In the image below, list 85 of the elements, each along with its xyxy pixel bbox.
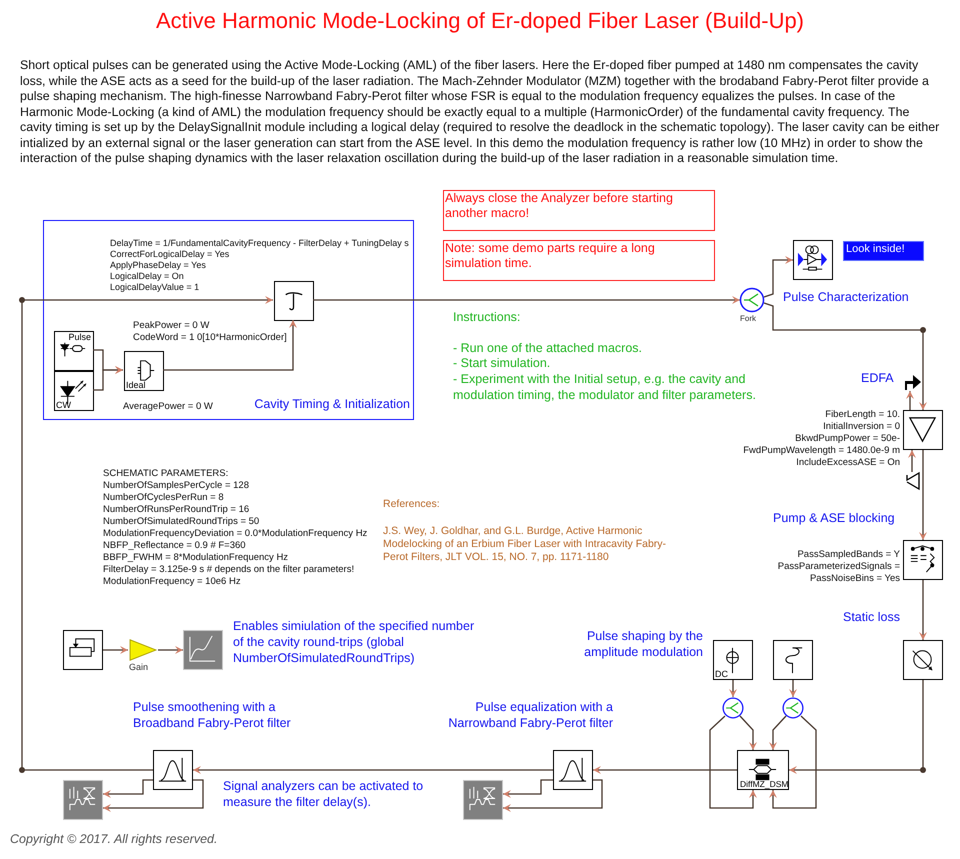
parameter-text: ApplyPhaseDelay = Yes (110, 260, 206, 271)
annotation-text: Pulse Characterization (783, 289, 909, 305)
instruction-text: - Start simulation. (453, 356, 550, 372)
parameter-text: BBFP_FWHM = 8*ModulationFrequency Hz (103, 552, 288, 563)
parameter-text: FwdPumpWavelength = 1480.0e-9 m (743, 445, 900, 457)
annotation-text: Enables simiulation of the specified number of the cavity round-trips (global NumberOfSimulatedRoundTrips) (233, 618, 476, 666)
instruction-text: Instructions: (453, 310, 520, 326)
parameter-text: LogicalDelay = On (110, 271, 184, 282)
annotation-text: Pump & ASE blocking (773, 510, 895, 526)
block-label: CW (56, 400, 71, 410)
parameter-text: FilterDelay = 3.125e-9 s # depends on the filter parameters! (103, 564, 354, 575)
note-box: Always close the Analyzer before starting another macro! (443, 190, 715, 231)
pump-symbol (903, 372, 921, 391)
title: Active Harmonic Mode-Locking of Er-doped Fiber Laser (Build-Up) (154, 8, 806, 34)
connector (769, 716, 817, 809)
connector (193, 766, 553, 774)
connector (503, 779, 603, 812)
parameter-text: ModulationFrequency = 10e6 Hz (103, 576, 241, 587)
parameter-text: FiberLength = 10. (825, 409, 900, 421)
connector (593, 766, 737, 774)
connector (764, 302, 927, 410)
parameter-text: IncludeExcessASE = On (796, 457, 900, 469)
annotation-text: Signal analyzers can be activated to measure the filter delay(s). (223, 778, 424, 810)
connector (158, 646, 183, 654)
annotation-text: Pulse smoothening with a Broadband Fabry-Perot filter (133, 699, 292, 731)
connector (789, 680, 797, 697)
splitter-symbol (781, 696, 805, 720)
connector (919, 450, 927, 540)
connector (103, 779, 204, 812)
connector (103, 779, 153, 798)
connector (21, 296, 273, 771)
parameter-text: InitialInversion = 0 (823, 421, 900, 433)
parameter-text: ModulationFrequencyDeviation = 0.0*ModulationFrequency Hz (103, 528, 368, 539)
parameter-text: NumberOfSimulatedRoundTrips = 50 (103, 516, 260, 527)
annotation-text: Pulse equalization with a Narrowband Fabry-Perot filter (447, 699, 613, 731)
parameter-text: NumberOfCyclesPerRun = 8 (103, 492, 224, 503)
connector (764, 256, 793, 298)
parameter-text: NumberOfSamplesPerCycle = 128 (103, 480, 249, 491)
port-label: Fork (740, 314, 756, 323)
reference-text: References: (383, 498, 440, 510)
block-label: DiffMZ_DSM (740, 779, 788, 789)
connector (729, 680, 737, 697)
splitter-symbol (721, 696, 745, 720)
copyright-text: Copyright © 2017. All rights reserved. (10, 832, 218, 846)
parameter-text: CorrectForLogicalDelay = Yes (110, 249, 230, 260)
connector (163, 320, 297, 371)
subsystem-frame (43, 220, 414, 420)
parameter-text: AveragePower = 0 W (123, 401, 213, 413)
instruction-text: - Experiment with the Initial setup, e.g. the cavity and modulation timing, the modulator and filter parameters. (453, 372, 757, 403)
connector (769, 716, 786, 750)
note-box: Note: some demo parts require a long simulation time. (443, 240, 715, 281)
connector (740, 716, 757, 750)
connector (906, 391, 914, 410)
parameter-text: PeakPower = 0 W (133, 320, 210, 332)
connector (503, 779, 553, 798)
annotation-text: Pulse shaping by the amplitude modulation (583, 628, 703, 660)
description-text: Short optical pulses can be generated using the Active Mode-Locking (AML) of the fiber lasers. Here the Er-doped fiber pumped at 1480 nm compensates the cavity loss, while the ASE acts as a seed for the build-up of the laser radiation. The Mach-Zehnder Modulator (MZM) together with the brodaband Fabry-Perot filter provide a pulse shaping mechanism. The high-finesse Narrowband Fabry-Perot filter whose FSR is equal to the modulation frequency equalizes the pulses. In case of the Harmonic Mode-Locking (a kind of AML) the modulation frequency should be exactly equal to a multiple (HarmonicOrder) of the fundamental cavity frequency. The cavity timing is set up by the DelaySignalInit module including a logical delay (required to resolve the deadlock in the schematic topology). The laser cavity can be either intialized by an external signal or the laser generation can start from the ASE level. In this demo the modulation frequency is rather low (10 MHz) in order to show the interaction of the pulse shaping dynamics with the laser relaxation oscillation during the build-up of the laser radiation in a reasonable simulation time. (20, 58, 940, 166)
connector (789, 680, 924, 774)
parameter-text: NumberOfRunsPerRoundTrip = 16 (103, 504, 250, 515)
parameter-text: PassNoiseBins = Yes (810, 573, 900, 585)
parameter-text: PassParameterizedSignals = (778, 561, 900, 573)
connector (313, 296, 740, 304)
gain-label: Gain (129, 662, 148, 672)
frame-title: Cavity Timing & Initialization (254, 397, 410, 411)
parameter-text: PassSampledBands = Y (797, 549, 900, 561)
parameter-text: BkwdPumpPower = 50e- (795, 433, 900, 445)
annotation-text: Static loss (843, 609, 900, 625)
block-label: Pulse (68, 332, 91, 342)
connector (709, 716, 757, 809)
connector (908, 450, 916, 472)
parameter-text: NBFP_Reflectance = 0.9 # F=360 (103, 540, 246, 551)
connector (93, 366, 123, 391)
parameter-text: DelayTime = 1/FundamentalCavityFrequency - FilterDelay + TuningDelay s (110, 238, 409, 249)
connector (103, 646, 128, 654)
instruction-text: - Run one of the attached macros. (453, 341, 642, 356)
parameter-text: SCHEMATIC PARAMETERS: (103, 468, 228, 479)
reference-text: J.S. Wey, J. Goldhar, and G.L. Burdge, Active Harmonic Modelocking of an Erbium Fiber Laser with Intracavity Fabry-Perot Filters, JLT VOL. 15, NO. 7, pp. 1171-1180 (383, 525, 668, 564)
annotation-text: EDFA (861, 370, 894, 386)
connector (919, 580, 927, 640)
parameter-text: CodeWord = 1 0[10*HarmonicOrder] (133, 332, 287, 344)
link-button: Look inside! (843, 241, 924, 261)
block-label: DC (715, 669, 728, 679)
parameter-text: LogicalDelayValue = 1 (110, 282, 200, 293)
block-label: Ideal (126, 380, 146, 390)
termination-symbol (905, 472, 919, 490)
